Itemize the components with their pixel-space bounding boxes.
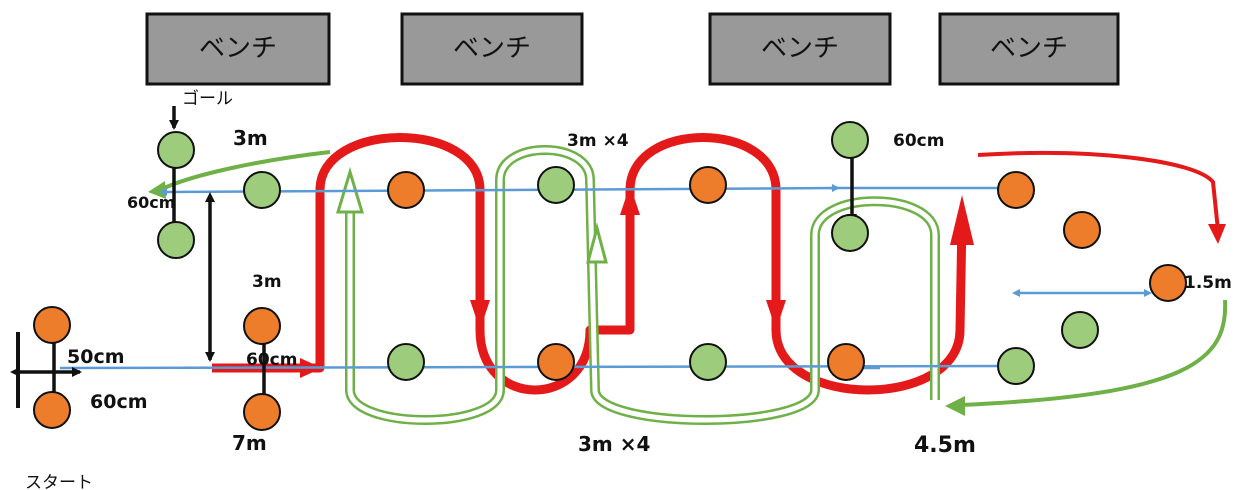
cone — [689, 343, 727, 381]
cone — [997, 347, 1035, 385]
label-60cm-right: 60cm — [893, 131, 944, 151]
blue-measure-lines — [59, 184, 1152, 372]
label-4-5m: 4.5m — [914, 433, 976, 458]
cone — [33, 306, 71, 344]
cone — [1061, 311, 1099, 349]
cone — [243, 307, 281, 345]
cone — [157, 131, 195, 169]
cone — [997, 171, 1035, 209]
label-60cm-start: 60cm — [90, 391, 148, 413]
bench-2: ベンチ — [400, 12, 584, 86]
label-3m-mid: 3m — [252, 272, 282, 292]
cone — [827, 343, 865, 381]
cone — [387, 343, 425, 381]
start-label: スタート — [25, 473, 93, 490]
bench-1: ベンチ — [145, 12, 331, 86]
label-3mx4-bottom: 3m ×4 — [578, 432, 650, 456]
cone — [831, 121, 869, 159]
label-7m: 7m — [232, 431, 267, 455]
cone — [157, 221, 195, 259]
cone — [689, 166, 727, 204]
bench-4-label: ベンチ — [990, 34, 1068, 64]
cone — [243, 171, 281, 209]
label-1-5m: 1.5m — [1184, 273, 1232, 293]
cone — [831, 214, 869, 252]
cone — [1063, 211, 1101, 249]
cone — [243, 393, 281, 431]
cone — [387, 171, 425, 209]
bench-1-label: ベンチ — [199, 34, 277, 64]
label-3m-top: 3m — [233, 126, 268, 150]
cone — [537, 166, 575, 204]
red-course-path — [212, 133, 1226, 395]
label-3mx4-top: 3m ×4 — [567, 131, 629, 151]
bench-3: ベンチ — [708, 12, 892, 86]
label-60cm-overlap: 60cm — [246, 350, 297, 370]
cone — [33, 391, 71, 429]
goal-label: ゴール — [182, 88, 233, 109]
label-50cm: 50cm — [67, 346, 125, 368]
bench-4: ベンチ — [938, 12, 1120, 86]
cone — [1149, 264, 1187, 302]
cones — [33, 121, 1187, 431]
black-measure-lines — [10, 106, 857, 410]
label-60cm-goal: 60cm — [127, 193, 175, 212]
cone — [537, 343, 575, 381]
bench-2-label: ベンチ — [453, 34, 531, 64]
bench-3-label: ベンチ — [761, 34, 839, 64]
